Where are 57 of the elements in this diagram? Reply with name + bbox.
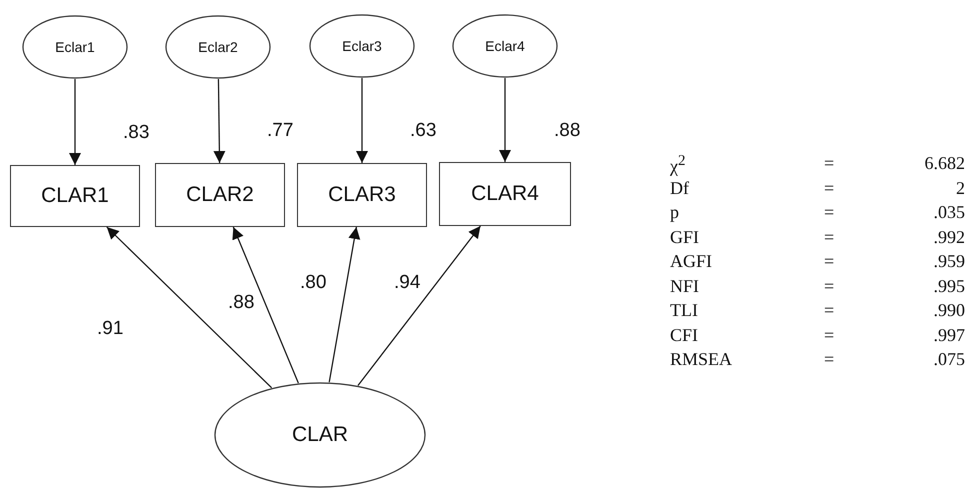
statistic-value: .995	[934, 276, 965, 296]
equals-sign: =	[824, 324, 834, 346]
variable-box	[297, 163, 427, 227]
statistic-value: .075	[934, 349, 965, 370]
statistic-value: .035	[934, 202, 965, 223]
statistic-name: p	[670, 202, 679, 223]
arrow	[356, 78, 368, 163]
value-label: .63	[410, 120, 436, 142]
equals-sign: =	[824, 300, 834, 321]
node-label: Eclar1	[55, 39, 95, 55]
latent-ellipse	[214, 382, 426, 488]
statistic-name: CFI	[670, 324, 698, 346]
node-label: CLAR4	[471, 182, 539, 206]
arrow	[106, 226, 272, 388]
statistic-value: 6.682	[924, 153, 965, 174]
node-label: Eclar3	[342, 38, 382, 54]
equals-sign: =	[824, 251, 834, 272]
arrow	[232, 226, 299, 384]
statistic-value: .990	[934, 300, 965, 321]
statistic-name: RMSEA	[670, 349, 732, 370]
equals-sign: =	[824, 276, 834, 296]
arrow	[69, 79, 81, 165]
variable-box	[155, 163, 285, 227]
node-label: CLAR	[292, 423, 348, 447]
value-label: .83	[123, 122, 150, 144]
arrow	[499, 78, 511, 162]
equals-sign: =	[824, 153, 834, 174]
statistic-value: .997	[934, 324, 965, 346]
node-label: CLAR3	[328, 183, 396, 207]
arrow	[328, 226, 360, 382]
node-label: CLAR1	[41, 184, 109, 208]
node-label: Eclar2	[198, 39, 238, 55]
error-ellipse	[22, 15, 128, 79]
equals-sign: =	[824, 178, 834, 198]
arrow	[213, 79, 226, 163]
statistic-name: TLI	[670, 300, 698, 321]
node-label: CLAR2	[186, 183, 254, 207]
variable-box	[10, 165, 140, 227]
statistic-value: 2	[956, 178, 965, 198]
error-ellipse	[452, 14, 558, 78]
equals-sign: =	[824, 349, 834, 370]
statistic-name: χ$^{2}$	[670, 153, 686, 177]
statistic-name: NFI	[670, 276, 700, 296]
equals-sign: =	[824, 226, 834, 248]
statistic-value: .959	[934, 251, 965, 272]
node-label: Eclar4	[485, 38, 525, 54]
value-label: .88	[554, 120, 580, 142]
statistic-value: .992	[934, 226, 965, 248]
arrow	[358, 226, 481, 386]
variable-box	[439, 162, 571, 226]
statistic-name: AGFI	[670, 251, 712, 272]
statistic-name: Df	[670, 178, 689, 198]
equals-sign: =	[824, 202, 834, 223]
statistic-name: GFI	[670, 226, 700, 248]
error-ellipse	[165, 15, 271, 79]
value-label: .77	[267, 120, 294, 142]
error-ellipse	[309, 14, 415, 78]
